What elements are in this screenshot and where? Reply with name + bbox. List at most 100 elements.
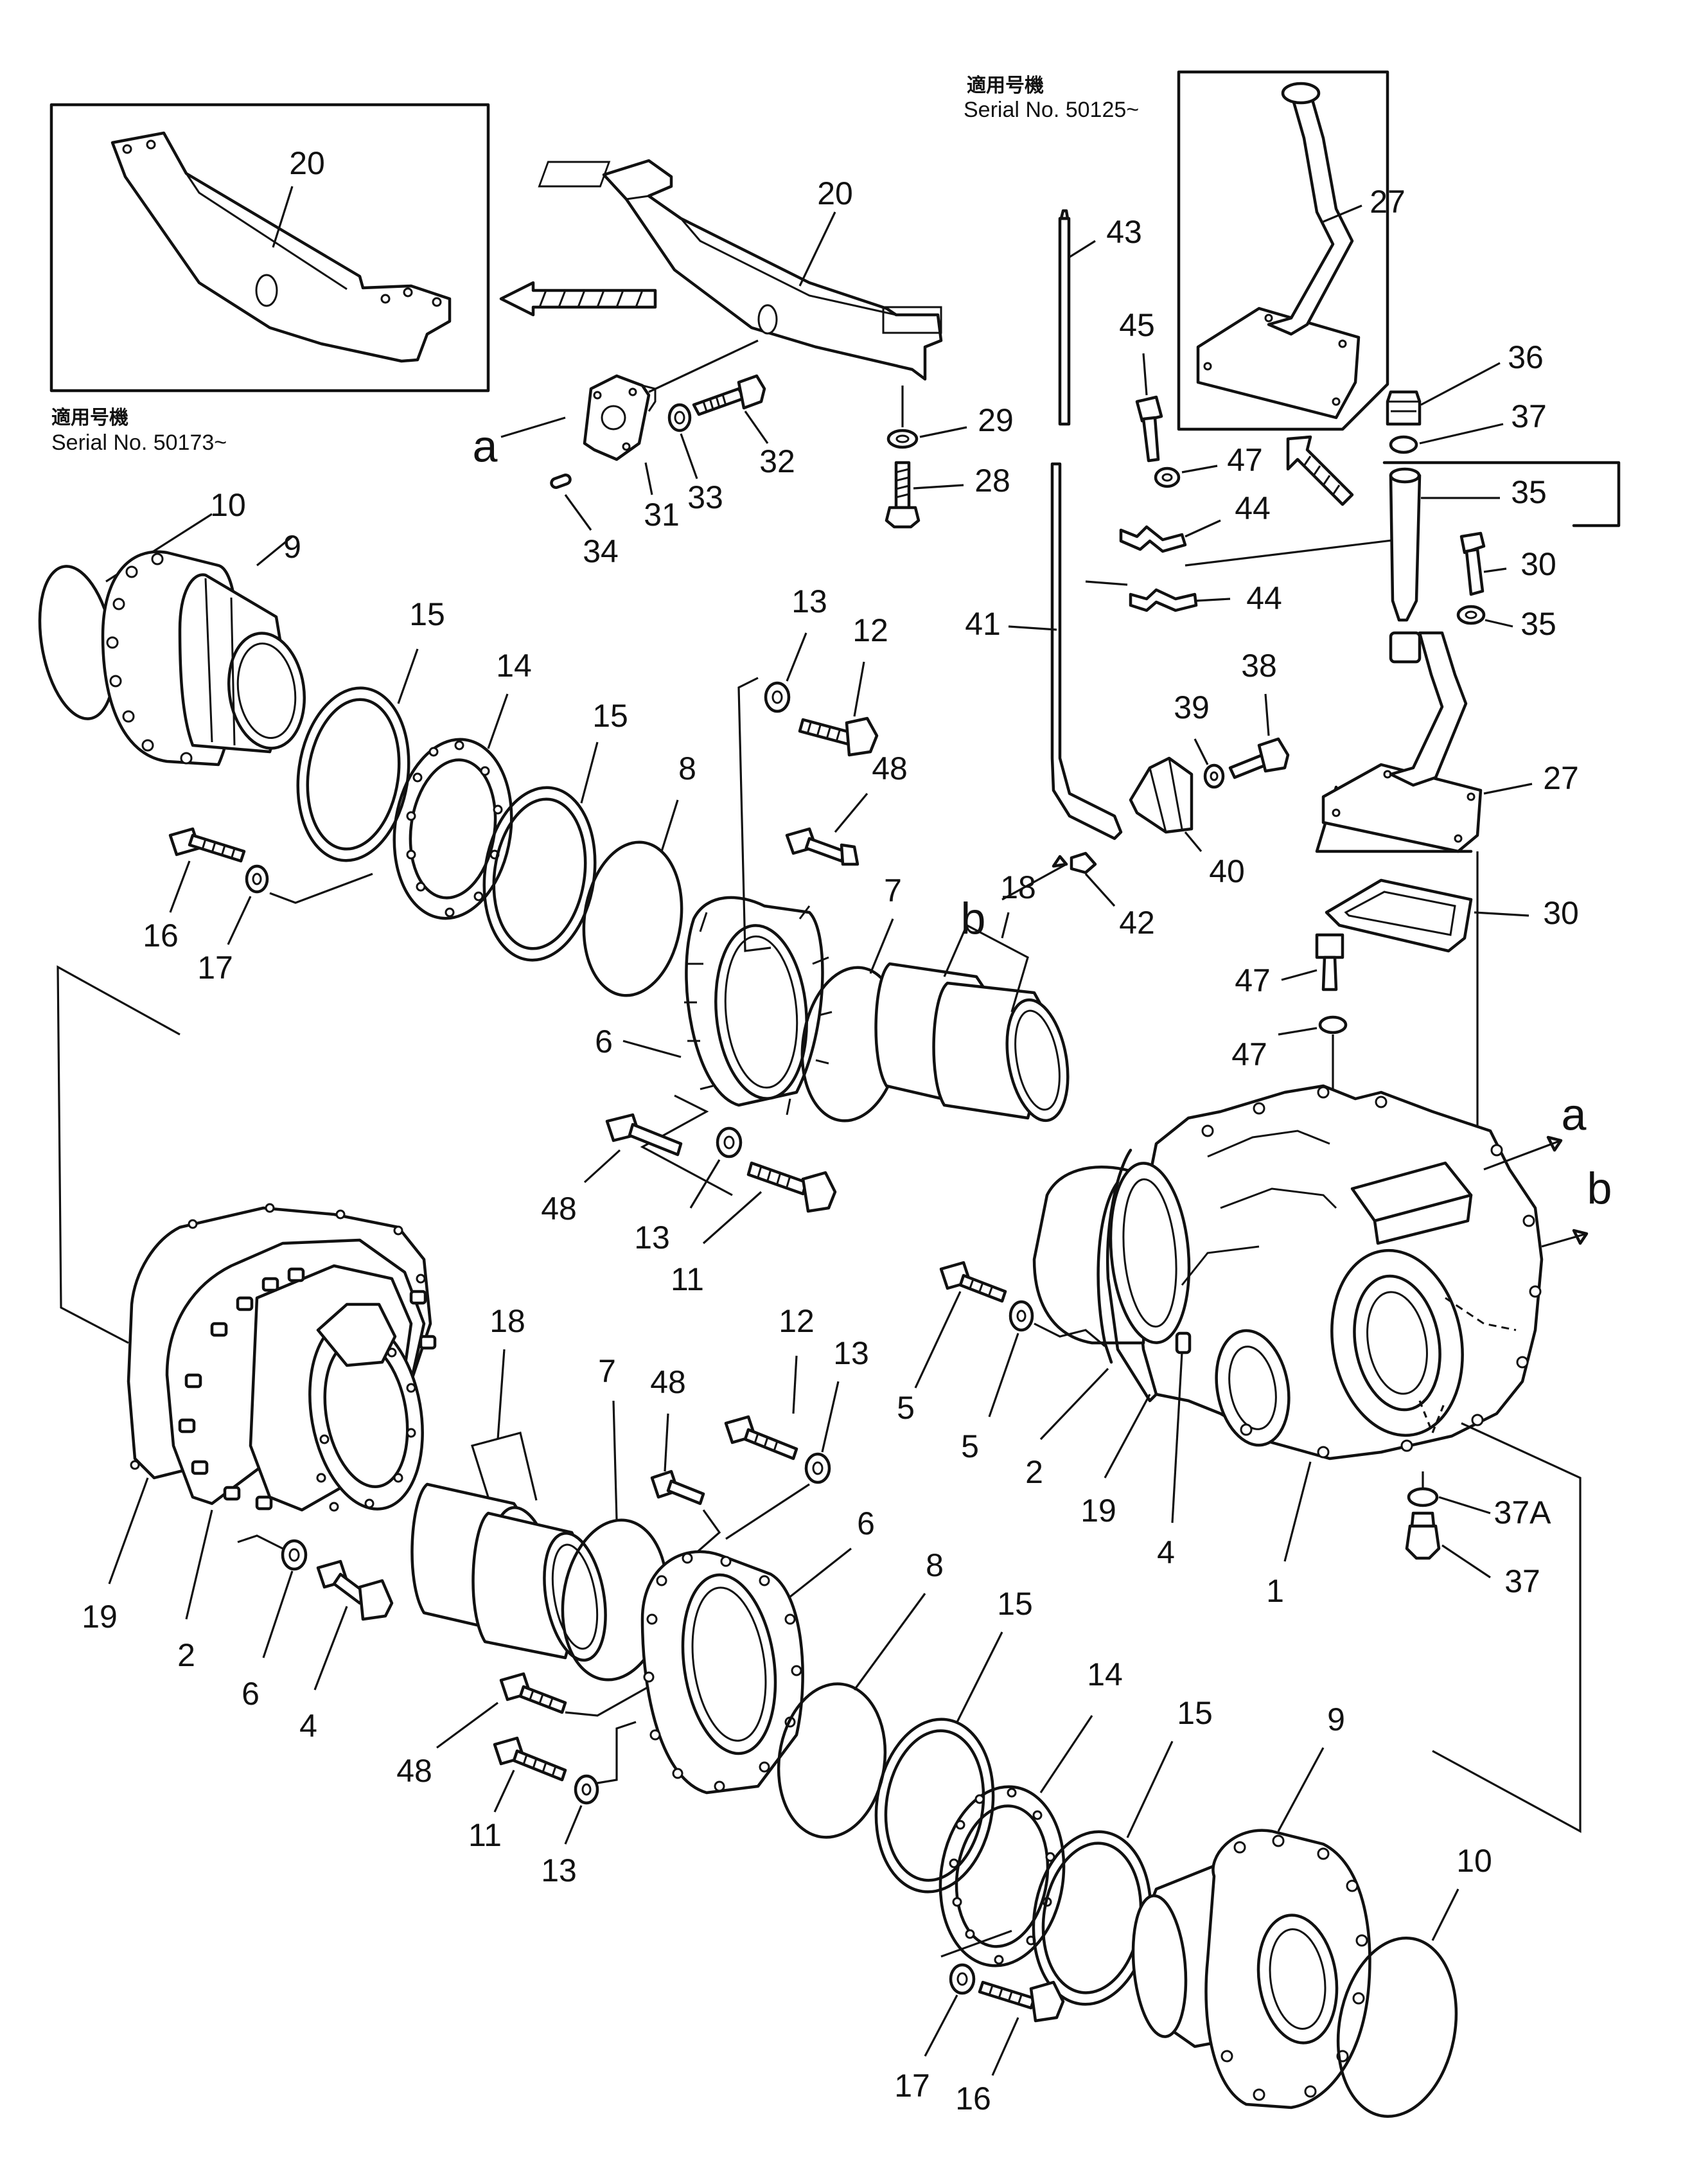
callout-19-left: 19 [82,1599,118,1635]
retainer-6-top: 6 [595,896,833,1115]
clamp-37A: 40 [1129,756,1245,889]
callout-5-left: 6 [242,1676,260,1712]
leader-42-to-31 [1085,580,1128,586]
callout-36: 38 [1241,648,1277,684]
callout-8-top: 8 [678,750,696,786]
callout-13-top-a: 13 [791,583,827,619]
washer-5-left: 6 [237,1534,308,1712]
callout-38: 41 [965,606,1001,642]
serial-number-right: Serial No. 50125~ [964,98,1139,122]
clip-39: 42 b [961,851,1155,943]
callout-13-top-b: 13 [634,1220,670,1256]
washer-22: 29 [886,386,1014,449]
retainer-6-bottom-holes [643,1552,802,1792]
inset-box-bracket-20: 20 [49,103,490,393]
callout-29: 30 [1520,546,1556,582]
hub-9-top: 9 [101,529,306,767]
ref-b-left: b [961,893,986,943]
housing-2-left-holes [316,1347,416,1512]
callout-26: 34 [583,533,619,569]
bolt-4-right: 5 [897,1261,1007,1426]
callout-18-bottom: 18 [489,1303,525,1339]
callout-43: 45 [1119,307,1155,343]
callout-10-top: 10 [210,487,246,523]
callout-41: 44 [1235,490,1271,526]
callout-15-a: 15 [409,596,445,632]
washer-30: 35 [1456,605,1556,642]
leader-41-to-31 [1185,538,1398,567]
pipe-27: 27 [1321,631,1579,853]
callout-7-bottom: 7 [598,1353,616,1389]
callout-25: 33 [687,479,723,515]
callout-15-b: 15 [592,698,628,734]
gasket-28: 30 [1325,878,1579,953]
pipe-38: 41 [965,462,1123,840]
washer-17-bottom: 17 [894,1930,1012,2104]
callout-27: 27 [1543,760,1579,796]
bolt-16-top: 16 [143,827,246,954]
plate-14-top: 14 [392,648,532,920]
callout-22: 29 [978,402,1014,438]
callout-40: 43 [1106,214,1142,250]
bushing-18-bottom: 18 [410,1303,607,1662]
callout-48-top: 48 [872,750,908,786]
callout-6-top: 6 [595,1024,613,1060]
callout-23: 31 [644,497,680,533]
callout-15-d: 15 [1177,1695,1213,1731]
hub-9-top-holes [106,553,193,765]
seal-15-d: 15 [1032,1695,1213,2006]
washer-37: 39 [1174,689,1225,789]
bolt-11-bottom: 11 [468,1736,567,1853]
ref-a-right: a [1562,1089,1587,1139]
gasket-19-right: 19 [1080,1148,1158,1529]
ref-b-right: b [1587,1163,1612,1213]
hatched-arrow-left [499,281,657,317]
guide-left [57,965,181,1344]
callout-37A: 40 [1209,853,1245,889]
plug-45: 47 [1235,933,1344,999]
bolt-47-bottom: 48 [396,1672,649,1789]
clip-42: 44 [1129,580,1282,616]
callout-21: 28 [974,463,1010,499]
inset-box-pipe-27: 27 [1177,70,1405,431]
callout-31: 35 [1511,474,1547,510]
callout-47-bottom: 48 [396,1753,432,1789]
callout-30: 35 [1520,606,1556,642]
hatched-arrow-up [1286,435,1354,506]
bolt-16-bottom: 16 [955,1980,1065,2117]
callout-10-bottom: 10 [1456,1843,1492,1879]
callout-33: 37 [1511,398,1547,434]
callout-9-bottom: 9 [1327,1701,1345,1737]
bolt-12-top: 12 [798,612,888,757]
callout-39: 42 [1119,905,1155,941]
callout-3: 4 [1157,1534,1175,1570]
washer-13-bottom-a: 13 [725,1335,869,1540]
callout-16-bottom: 16 [955,2081,991,2117]
seal-15-b: 15 [482,698,628,962]
bolt-21: 28 [885,461,1010,529]
housing-1-flange-bolts [1201,1086,1542,1459]
plate-14-bottom-holes [949,1788,1055,1965]
callout-18-top: 18 [1000,869,1036,905]
bolt-48-top: 48 [785,750,908,866]
callout-34: 37 [1504,1563,1540,1599]
washer-17-top: 17 [197,864,373,986]
bracket-20: 20 [538,159,943,381]
callout-44-top: 47 [1227,442,1263,478]
callout-20: 20 [817,175,853,211]
spacer-2-right: 2 [1025,1180,1120,1490]
seal-15-c: 15 [874,1586,1033,1894]
callout-35: 37A [1494,1495,1552,1531]
pipe-31: 35 [1389,467,1547,622]
callout-32: 36 [1508,339,1544,375]
washer-33: 37 [1389,398,1547,454]
washer-5-right: 5 [961,1300,1106,1464]
callout-17-bottom: 17 [894,2068,930,2104]
breather-32: 36 [1386,339,1544,426]
bushing-18-top: 18 [874,869,1070,1123]
callout-14-bottom: 14 [1087,1656,1123,1692]
callout-48-bottom: 48 [650,1364,686,1400]
bolt-47-top: 48 [541,1113,683,1227]
housing-2-left: 2 [165,1238,437,1673]
